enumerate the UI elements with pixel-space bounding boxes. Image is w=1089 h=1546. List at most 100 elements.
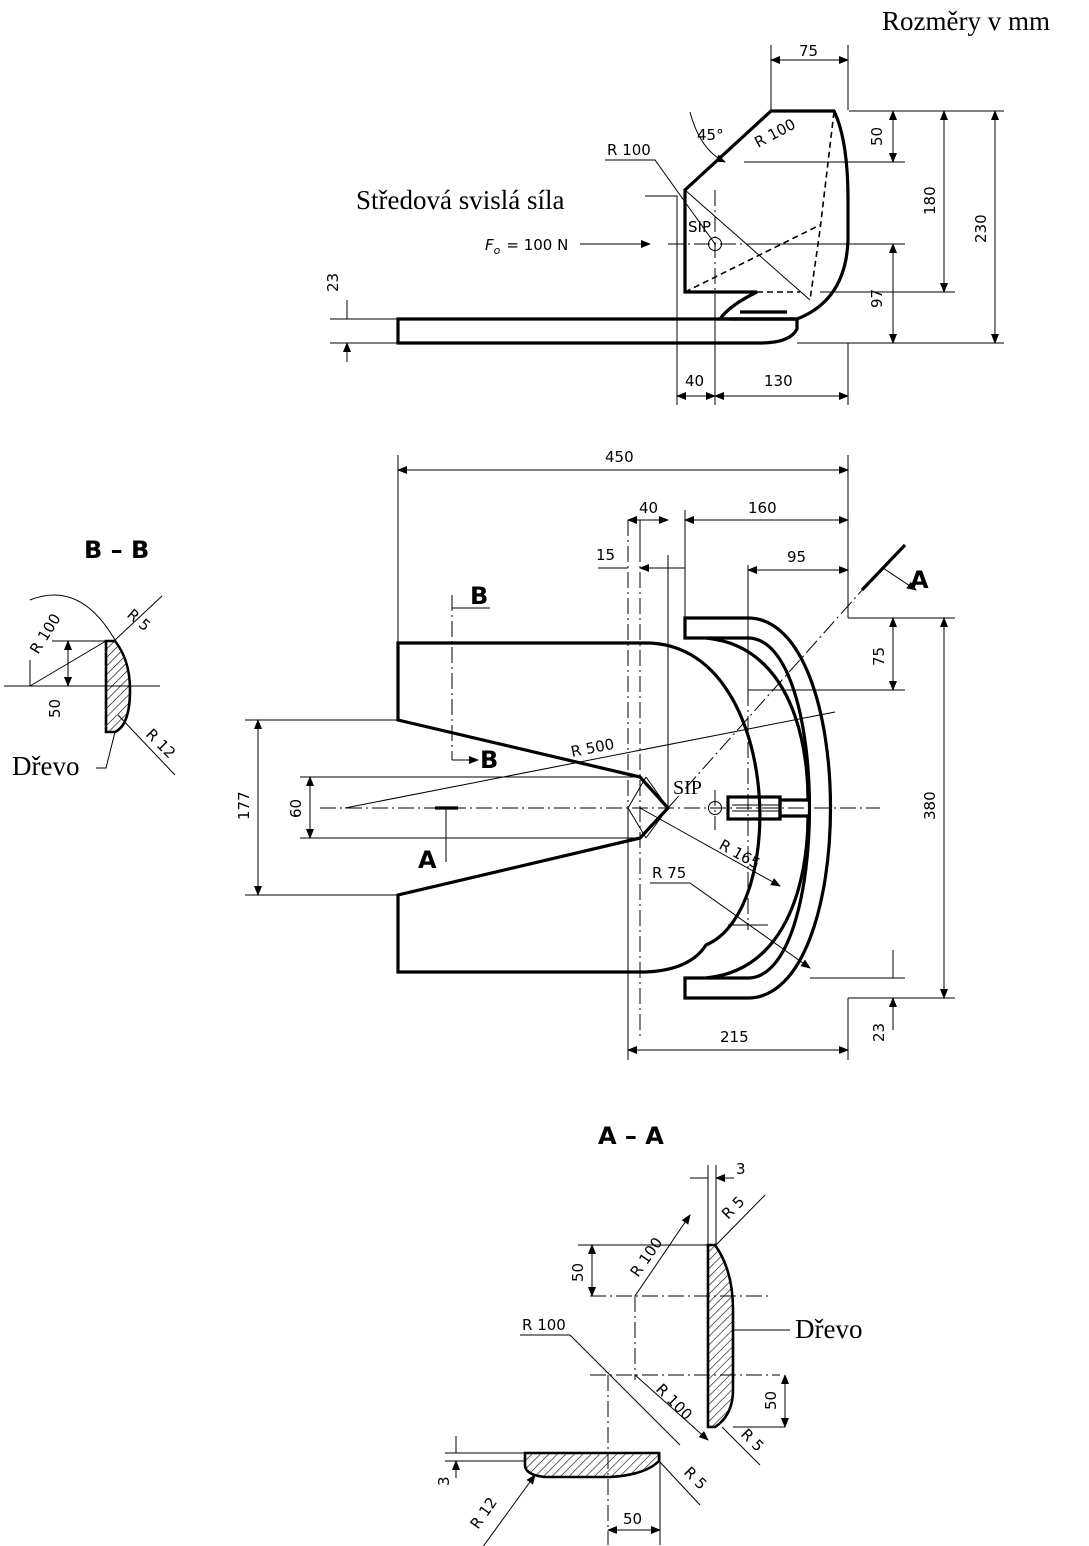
section-bb-arc xyxy=(29,594,116,641)
side-force-leader xyxy=(645,195,678,330)
section-aa-wood-label: Dřevo xyxy=(795,1314,862,1344)
section-a-mark-top xyxy=(860,543,907,592)
leader-r75 xyxy=(650,882,811,969)
section-aa-d50-bottom: 50 xyxy=(623,1510,642,1528)
dim-380: 380 xyxy=(921,791,939,820)
section-aa-r5-bottom: R 5 xyxy=(737,1425,767,1455)
section-aa-r100-left: R 100 xyxy=(522,1316,566,1334)
section-aa-d3-bottom: 3 xyxy=(435,1476,453,1486)
section-bb-d50: 50 xyxy=(46,699,64,718)
section-bb-r5: R 5 xyxy=(123,605,154,635)
dim-60: 60 xyxy=(287,799,305,818)
section-aa-r12: R 12 xyxy=(467,1494,501,1532)
dim-arc-45 xyxy=(689,111,726,163)
dim-r100-left: R 100 xyxy=(607,141,651,159)
top-sip-circle xyxy=(708,801,722,815)
section-aa-leader-r100-mid xyxy=(634,1374,709,1441)
section-bb-wood-leader xyxy=(96,731,116,769)
section-aa-d3-top: 3 xyxy=(736,1160,746,1178)
leader-r500 xyxy=(344,711,836,809)
side-diagonal xyxy=(684,189,811,301)
section-bb-r12: R 12 xyxy=(142,725,179,762)
section-bb-wood-label: Dřevo xyxy=(12,751,79,781)
side-wood-edge xyxy=(730,310,795,321)
section-mark-b-bottom: B xyxy=(480,746,498,774)
section-mark-a-bottom: A xyxy=(418,846,437,874)
top-centerlines xyxy=(320,690,880,930)
section-aa-r100-mid: R 100 xyxy=(652,1380,696,1424)
section-aa-title: A – A xyxy=(598,1122,664,1150)
force-label: Středová svislá síla xyxy=(356,185,564,215)
dim-50: 50 xyxy=(868,127,886,146)
section-mark-a-top: A xyxy=(910,566,929,594)
section-bb-r100: R 100 xyxy=(26,610,64,657)
top-95-ext xyxy=(747,565,810,691)
side-hidden-lines xyxy=(684,111,835,301)
dim-75-top: 75 xyxy=(870,647,888,666)
section-aa: A – A 3 R 5 R 100 50 Dřevo R 100 R 100 5… xyxy=(435,1122,862,1546)
top-support-lines xyxy=(732,804,780,812)
section-a-arrow-top xyxy=(882,567,917,591)
section-aa-vertical-wood xyxy=(706,1243,735,1429)
dim-r75: R 75 xyxy=(652,864,686,882)
section-a-line xyxy=(667,569,881,809)
dim-23-bottom: 23 xyxy=(870,1023,888,1042)
section-aa-leader-r5-bottom xyxy=(721,1426,761,1466)
top-view: SIP 450 40 160 15 95 75 380 177 60 R 500… xyxy=(235,448,955,1060)
section-aa-ext-lines xyxy=(445,1165,785,1545)
dim-45: 45° xyxy=(697,126,724,144)
section-aa-d50-right: 50 xyxy=(762,1391,780,1410)
side-base-plate xyxy=(396,317,799,345)
section-aa-leader-r100-left xyxy=(520,1334,681,1446)
section-bb-r5-leader xyxy=(114,595,163,641)
dim-40: 40 xyxy=(685,372,704,390)
top-seat-outline xyxy=(396,641,762,974)
section-bb-title: B – B xyxy=(84,536,149,564)
side-centerlines xyxy=(668,190,760,300)
units-note: Rozměry v mm xyxy=(882,6,1050,36)
force-value-text: Fo= 100 N xyxy=(485,236,568,257)
section-aa-r100-top: R 100 xyxy=(627,1234,667,1280)
dim-40-top: 40 xyxy=(639,499,658,517)
dim-15: 15 xyxy=(596,546,615,564)
dim-230: 230 xyxy=(972,214,990,243)
section-aa-leader-r5-top xyxy=(715,1194,766,1246)
top-support-block xyxy=(726,795,782,821)
dim-23: 23 xyxy=(324,273,342,292)
dim-75: 75 xyxy=(799,42,818,60)
section-aa-horizontal-wood xyxy=(523,1451,661,1479)
section-aa-leader-r5-plate xyxy=(658,1460,701,1506)
dim-130: 130 xyxy=(764,372,793,390)
dim-180: 180 xyxy=(921,186,939,215)
section-aa-centerlines xyxy=(590,1295,780,1380)
leader-r165 xyxy=(639,807,781,887)
force-symbol: F xyxy=(485,236,494,254)
dim-r500: R 500 xyxy=(569,735,615,761)
top-r75-center xyxy=(728,923,768,930)
side-sip: SIP xyxy=(688,218,711,236)
dim-r165: R 165 xyxy=(716,836,763,873)
dim-215: 215 xyxy=(720,1028,749,1046)
section-b-arrows xyxy=(452,607,490,760)
force-value: = 100 N xyxy=(506,236,568,254)
leader-r100 xyxy=(605,159,716,245)
dim-450: 450 xyxy=(605,448,634,466)
side-backrest xyxy=(683,109,850,321)
section-mark-b-top: B xyxy=(470,582,488,610)
side-ext-lines-v xyxy=(676,45,849,405)
side-sip-circle xyxy=(708,237,722,251)
section-bb: B – B R 100 R 5 50 R 12 Dřevo xyxy=(4,536,179,781)
section-aa-leader-r100-top xyxy=(634,1214,691,1297)
dim-97: 97 xyxy=(868,289,886,308)
dim-95: 95 xyxy=(787,548,806,566)
top-backrest-outer xyxy=(683,616,832,1000)
side-view: Středová svislá síla Fo= 100 N SIP 75 45… xyxy=(324,42,1004,405)
top-ext-lines-v xyxy=(397,455,849,1060)
dim-177: 177 xyxy=(235,791,253,820)
section-aa-leader-r12 xyxy=(482,1474,536,1546)
section-aa-d50-top: 50 xyxy=(569,1263,587,1282)
dim-160: 160 xyxy=(748,499,777,517)
side-ext-lines-h xyxy=(330,110,1004,344)
section-bb-r12-leader xyxy=(117,714,176,776)
